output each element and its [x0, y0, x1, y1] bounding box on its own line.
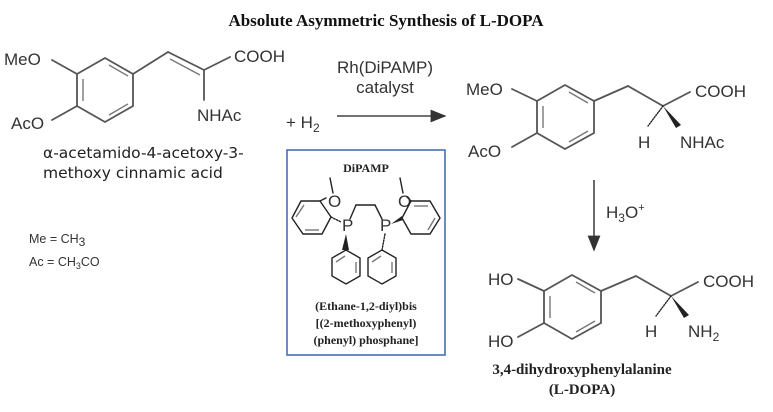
product-cooh-label: COOH [703, 272, 754, 291]
catalyst-label-line1: Rh(DiPAMP) [337, 58, 433, 77]
dipamp-name-line2: [(2-methoxyphenyl) [316, 316, 417, 330]
product-name-line1: 3,4-dihydroxyphenylalanine [492, 362, 672, 378]
dipamp-ring-left [291, 200, 332, 235]
reactant-name-line2: methoxy cinnamic acid [43, 164, 223, 182]
dipamp-oxygen-right: O [398, 192, 411, 211]
intermediate-ring [536, 83, 595, 151]
dipamp-phenyl-right [367, 249, 397, 285]
hydrogen-reagent: + H2 [286, 113, 320, 135]
dipamp-phenyl-left [331, 249, 361, 285]
product-h-label: H [645, 322, 657, 341]
dipamp-name-line3: (phenyl) phosphane] [313, 333, 418, 347]
dipamp-phosphorus-left: P [342, 216, 353, 235]
scheme-title: Absolute Asymmetric Synthesis of L-DOPA [228, 11, 544, 30]
intermediate-structure: MeO AcO COOH H NHAc [466, 80, 746, 161]
dipamp-oxygen-left: O [328, 192, 341, 211]
catalyst-label-line2: catalyst [356, 78, 414, 97]
product-ho-bottom-label: HO [488, 332, 514, 351]
reactant-structure: MeO AcO COOH NHAc [4, 47, 285, 133]
dipamp-box [286, 149, 446, 356]
reactant-aco-label: AcO [11, 114, 44, 133]
reactant-ring [76, 56, 134, 124]
dipamp-structure: O P P O [291, 177, 441, 285]
dipamp-heading: DiPAMP [343, 161, 389, 175]
product-structure: HO HO COOH H NH2 [488, 270, 754, 351]
reactant-cooh-label: COOH [234, 47, 285, 66]
reactant-nhac-label: NHAc [197, 106, 242, 125]
dipamp-phosphorus-right: P [380, 216, 391, 235]
hydrolysis-reagent: H3O+ [606, 202, 645, 225]
abbreviation-ac: Ac = CH3CO [29, 255, 100, 271]
dipamp-name-line1: (Ethane-1,2-diyl)bis [315, 299, 417, 313]
product-ho-top-label: HO [488, 270, 514, 289]
intermediate-nhac-label: NHAc [680, 133, 725, 152]
intermediate-h-label: H [638, 133, 650, 152]
intermediate-meo-label: MeO [466, 80, 503, 99]
product-nh2-label: NH2 [688, 322, 720, 344]
reactant-name-line1: α-acetamido-4-acetoxy-3- [43, 144, 244, 162]
abbreviation-me: Me = CH3 [29, 232, 86, 249]
intermediate-aco-label: AcO [468, 142, 501, 161]
intermediate-cooh-label: COOH [695, 82, 746, 101]
product-ring [543, 273, 602, 341]
reactant-meo-label: MeO [4, 50, 41, 69]
product-name-line2: (L-DOPA) [549, 382, 615, 398]
